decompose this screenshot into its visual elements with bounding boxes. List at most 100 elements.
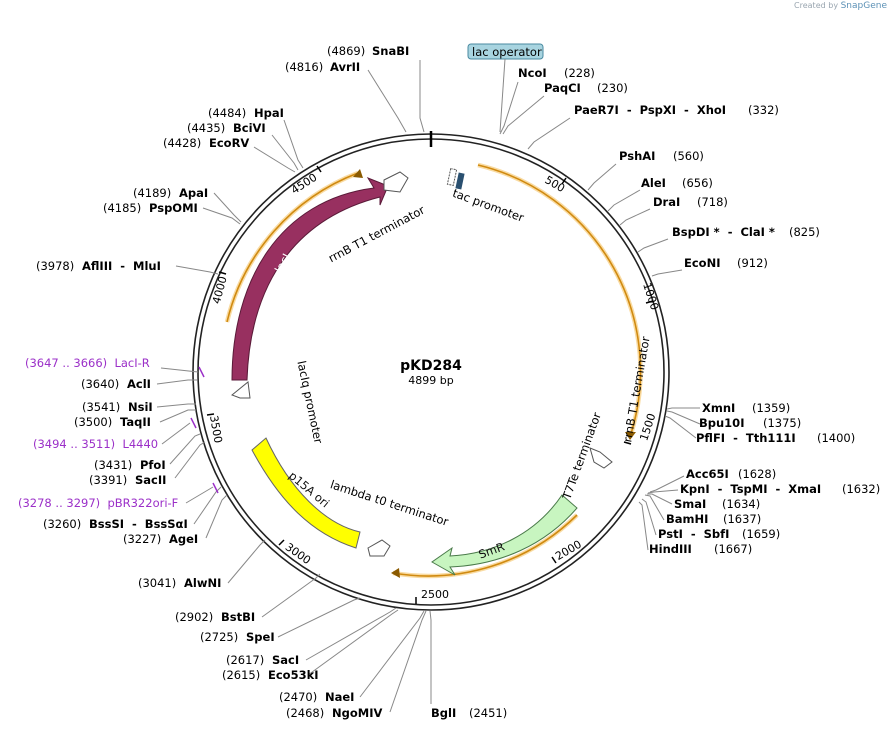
site-xmni-pos: (1359) [752, 401, 790, 415]
site-sacii-pos: (3391) [89, 473, 127, 487]
site-snabi-name: SnaBI [372, 44, 409, 58]
primer-mark-l4440 [190, 417, 197, 429]
site-hindiii-pos: (1667) [714, 542, 752, 556]
site-paer7i-name: PaeR7I - PspXI - XhoI [574, 103, 726, 117]
leader-snabi [419, 60, 425, 133]
leader-nsii [156, 403, 196, 408]
leader-alei [607, 189, 641, 212]
site-smai-pos: (1634) [722, 497, 760, 511]
site-bgli-name: BglI [431, 706, 456, 720]
site-nsii-name: NsiI [128, 400, 153, 414]
site-avrii-pos: (4816) [285, 60, 323, 74]
lac-operator-leader [499, 58, 506, 133]
tick-label-500: 500 [542, 173, 567, 195]
site-kpni-pos: (1632) [842, 482, 880, 496]
leader-bamhi [644, 494, 665, 521]
site-hpai-name: HpaI [254, 106, 284, 120]
site-taqii-name: TaqII [120, 415, 151, 429]
site-afliii-pos: (3978) [36, 259, 74, 273]
leader-ngomiv [389, 610, 427, 713]
site-apai-pos: (4189) [133, 186, 171, 200]
site-spei-name: SpeI [246, 630, 275, 644]
tick-marks [206, 165, 654, 604]
leader-bstbi [261, 573, 321, 618]
tick-label-1000: 1000 [640, 281, 661, 312]
site-econi-name: EcoNI [684, 256, 720, 270]
site-psti-pos: (1659) [742, 527, 780, 541]
leader-l4440 [161, 422, 191, 445]
site-acc65i-name: Acc65I [686, 467, 729, 481]
site-econi-pos: (912) [737, 256, 768, 270]
primer-l4440-label: (3494 .. 3511) L4440 [33, 437, 158, 451]
site-psti-name: PstI - SbfI [658, 527, 729, 541]
tick-1500 [623, 441, 632, 445]
lambda-t0-label: lambda t0 terminator [329, 477, 451, 529]
tick-3500 [206, 413, 215, 416]
site-alwni-name: AlwNI [184, 576, 221, 590]
leader-pfoi [169, 433, 201, 465]
leader-apai [213, 192, 242, 223]
site-pspomi-pos: (4185) [103, 201, 141, 215]
site-xmni-name: XmnI [702, 401, 735, 415]
site-drai-pos: (718) [697, 195, 728, 209]
leader-saci [305, 607, 397, 661]
leader-eco53ki [307, 609, 399, 676]
leader-acc65i [649, 475, 685, 493]
site-drai-name: DraI [653, 195, 680, 209]
site-acli-pos: (3640) [81, 377, 119, 391]
tick-labels: 500 1000 1500 2000 2500 3000 3500 4000 4… [207, 171, 661, 601]
site-pshai-name: PshAI [619, 149, 655, 163]
site-spei-pos: (2725) [200, 630, 238, 644]
tick-500 [561, 177, 567, 185]
site-eco53ki-name: Eco53kI [268, 668, 319, 682]
site-sacii-name: SacII [135, 473, 166, 487]
primer-laci-r-label: (3647 .. 3666) LacI-R [25, 356, 150, 370]
site-naei-name: NaeI [325, 690, 354, 704]
tick-4500 [316, 165, 322, 173]
leader-psti [641, 498, 657, 536]
site-pflfi-name: PflFI - Tth111I [696, 431, 796, 445]
plasmid-length: 4899 bp [408, 374, 453, 387]
site-acli-name: AclI [127, 377, 151, 391]
primer-mark-pbr322 [212, 482, 219, 494]
rrnb-terminator-arrow-top [383, 171, 409, 193]
site-bstbi-name: BstBI [221, 610, 255, 624]
site-naei-pos: (2470) [279, 690, 317, 704]
site-snabi-pos: (4869) [327, 44, 365, 58]
tick-2000 [551, 556, 557, 564]
tick-3000 [278, 539, 285, 546]
primer-pbr322-label: (3278 .. 3297) pBR322ori-F [18, 496, 178, 510]
site-bamhi-pos: (1637) [723, 512, 761, 526]
site-eco53ki-pos: (2615) [222, 668, 260, 682]
leader-bpu10i [666, 410, 701, 425]
site-saci-name: SacI [272, 653, 299, 667]
leader-kpni [647, 489, 679, 494]
site-ncoi-pos: (228) [564, 66, 595, 80]
site-saci-pos: (2617) [226, 653, 264, 667]
site-bcivi-pos: (4435) [187, 121, 225, 135]
tick-label-2500: 2500 [421, 588, 449, 601]
leader-hindiii [638, 501, 649, 551]
site-bspdi-pos: (825) [789, 225, 820, 239]
created-by-text: Created by [794, 1, 839, 10]
tick-label-4000: 4000 [210, 275, 230, 305]
leader-pshai [587, 163, 617, 191]
smr-feature [431, 494, 578, 576]
site-pfoi-name: PfoI [140, 458, 166, 472]
site-bpu10i-name: Bpu10I [699, 416, 744, 430]
site-bstbi-pos: (2902) [175, 610, 213, 624]
orf-arc-bottom-line [392, 514, 578, 577]
site-hindiii-name: HindIII [649, 542, 692, 556]
tick-1000 [645, 300, 654, 304]
lambda-t0-arrow [367, 539, 391, 557]
rrnb-terminator-label-top: rrnB T1 terminator [326, 203, 427, 266]
lac-operator-label: lac operator [472, 45, 542, 59]
orf-arc-right-line [477, 164, 642, 438]
site-bsssi-name: BssSI - BssSαI [89, 517, 188, 531]
leader-bcivi [271, 134, 299, 171]
site-avrii-name: AvrII [330, 60, 360, 74]
leader-pbr322 [185, 486, 214, 504]
site-agei-pos: (3227) [123, 532, 161, 546]
leader-sacii [174, 441, 206, 479]
